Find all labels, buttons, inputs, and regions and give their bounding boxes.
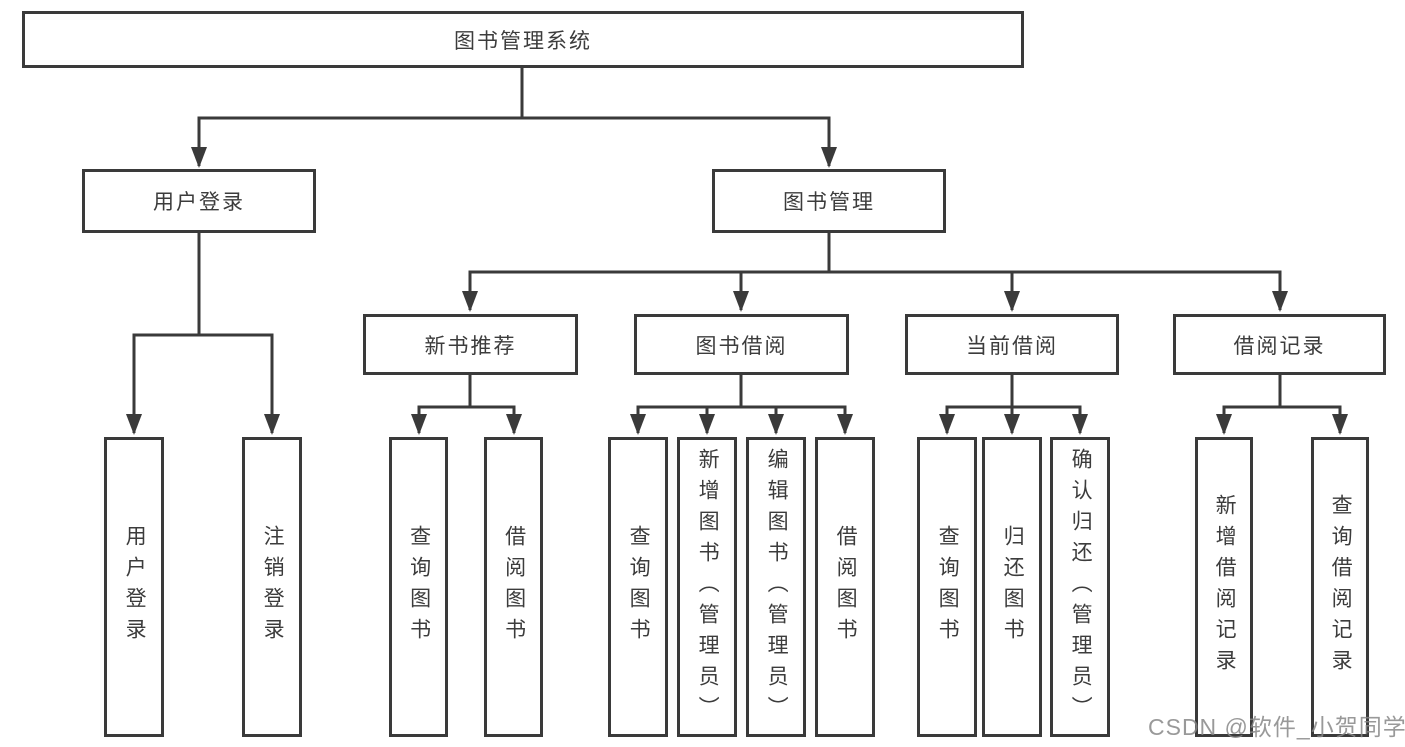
leaf-recommend-borrow-books: 借阅图书 <box>484 437 543 737</box>
node-label: 借阅图书 <box>834 525 858 649</box>
leaf-user-login: 用户登录 <box>104 437 164 737</box>
node-user-login: 用户登录 <box>82 169 316 233</box>
node-current-borrowing: 当前借阅 <box>905 314 1119 375</box>
node-label: 借阅图书 <box>502 525 526 649</box>
node-label: 用户登录 <box>153 191 245 214</box>
node-label: 当前借阅 <box>966 334 1058 358</box>
node-label: 新增借阅记录 <box>1213 494 1237 680</box>
node-label: 图书借阅 <box>695 334 788 358</box>
node-library-management-system: 图书管理系统 <box>22 11 1024 68</box>
leaf-edit-books-admin: 编辑图书（管理员） <box>746 437 806 737</box>
node-label: 查询图书 <box>407 525 431 649</box>
node-label: 查询图书 <box>627 525 651 649</box>
node-label: 确认归还（管理员） <box>1069 447 1093 727</box>
leaf-query-borrow-record: 查询借阅记录 <box>1311 437 1369 737</box>
leaf-confirm-return-admin: 确认归还（管理员） <box>1050 437 1110 737</box>
node-label: 借阅记录 <box>1233 334 1326 358</box>
node-book-borrowing: 图书借阅 <box>634 314 849 375</box>
node-label: 图书管理 <box>783 191 875 214</box>
node-label: 编辑图书（管理员） <box>765 447 789 727</box>
node-label: 图书管理系统 <box>454 29 592 53</box>
node-label: 新书推荐 <box>424 334 517 358</box>
node-label: 注销登录 <box>261 525 285 649</box>
leaf-borrowing-borrow-books: 借阅图书 <box>815 437 875 737</box>
node-label: 新增图书（管理员） <box>696 447 720 727</box>
leaf-return-books: 归还图书 <box>982 437 1042 737</box>
leaf-borrowing-query-books: 查询图书 <box>608 437 668 737</box>
node-label: 查询借阅记录 <box>1329 494 1353 680</box>
csdn-watermark: CSDN @软件_小贺同学 <box>1148 714 1405 740</box>
node-label: 查询图书 <box>936 525 960 649</box>
leaf-logout: 注销登录 <box>242 437 302 737</box>
node-label: 用户登录 <box>123 525 147 649</box>
leaf-add-books-admin: 新增图书（管理员） <box>677 437 737 737</box>
leaf-add-borrow-record: 新增借阅记录 <box>1195 437 1253 737</box>
node-borrowing-records: 借阅记录 <box>1173 314 1386 375</box>
node-book-management: 图书管理 <box>712 169 946 233</box>
leaf-recommend-query-books: 查询图书 <box>389 437 448 737</box>
node-label: 归还图书 <box>1001 525 1025 649</box>
leaf-current-query-books: 查询图书 <box>917 437 977 737</box>
node-new-book-recommend: 新书推荐 <box>363 314 578 375</box>
